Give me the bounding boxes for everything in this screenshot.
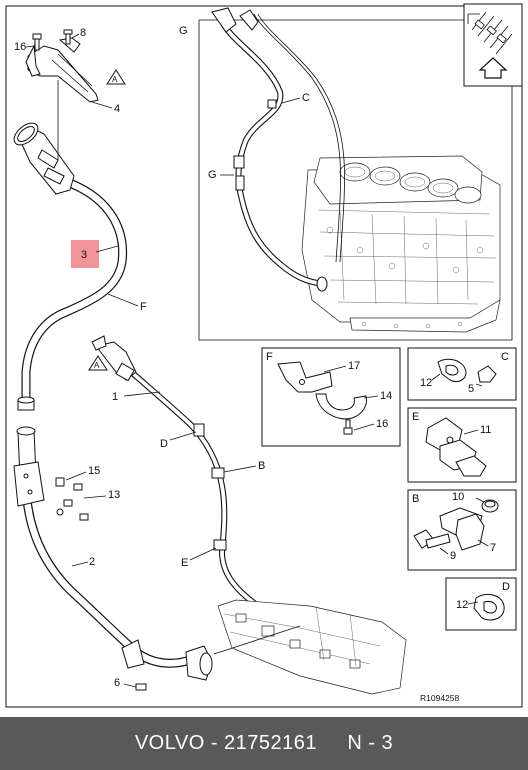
inset-b-callout-10: 10 [452,491,464,503]
footer-bar: VOLVO - 21752161 N - 3 [0,717,528,770]
callout-13: 13 [108,489,120,501]
warning-icon-2: A [88,355,108,371]
inset-b-letter: B [412,493,419,505]
callout-3: 3 [81,249,87,261]
callout-b: B [258,460,265,472]
inset-c: C 12 5 [407,347,517,401]
callout-2: 2 [89,556,95,568]
callout-15: 15 [88,465,100,477]
highlighted-part-3: 3 [71,240,119,268]
callout-16-top: 16 [14,41,26,53]
inset-f-letter: F [266,351,273,363]
diagram-frame [5,5,523,708]
highlight-box [71,240,99,268]
drawing-number: R1094258 [420,693,460,703]
inset-f: F 17 14 16 [261,347,401,447]
callout-8: 8 [80,27,86,39]
warning-letter-1: A [112,75,118,84]
inset-c-letter: C [501,351,509,363]
callout-f: F [140,301,147,313]
inset-d: D 12 [445,577,517,631]
engine-lower-section [213,599,407,695]
callout-d: D [160,438,168,450]
inset-e-callout-11: 11 [480,424,491,436]
callout-e: E [181,557,188,569]
inset-b-callout-9: 9 [450,550,456,562]
inset-b: B 10 7 9 [407,489,517,571]
callout-4: 4 [114,103,120,115]
orientation-arrow-icon [463,3,523,87]
bracket-part-4 [25,29,99,160]
inset-f-callout-16: 16 [376,418,388,430]
inset-e-letter: E [412,411,419,423]
inset-c-callout-5: 5 [468,383,474,395]
inset-g-letter: G [179,25,188,37]
callout-1: 1 [112,391,118,403]
footer-part-number: VOLVO - 21752161 N - 3 [134,732,394,754]
inset-f-callout-17: 17 [348,360,360,372]
warning-icon: A [106,69,126,85]
inset-g: G [179,3,523,341]
engine-block [301,155,501,333]
lower-pipe-2 [13,426,213,691]
callout-c: C [302,92,310,104]
inset-d-letter: D [502,581,510,593]
warning-letter-2: A [94,361,100,370]
inset-d-callout-12: 12 [456,599,468,611]
callout-6: 6 [114,677,120,689]
inset-c-callout-12: 12 [420,377,432,389]
filler-pipe-assembly [13,122,128,411]
callout-g: G [208,169,217,181]
inset-e: E 11 [407,407,517,483]
inset-f-callout-14: 14 [380,390,392,402]
inset-b-callout-7: 7 [490,542,496,554]
